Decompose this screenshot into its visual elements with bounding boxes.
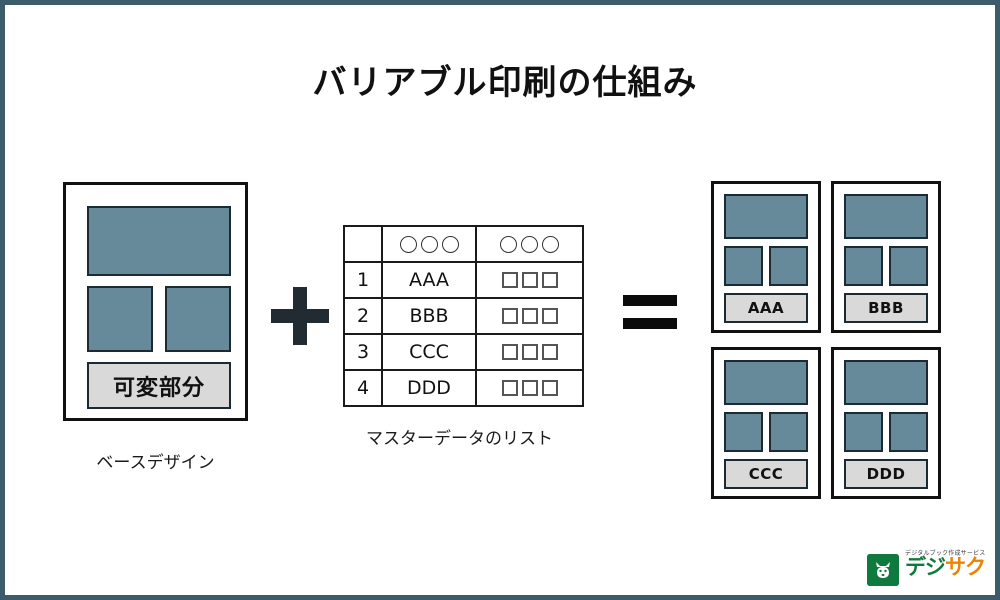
- card-label: DDD: [844, 459, 928, 489]
- square-group: [477, 299, 582, 333]
- square-icon: [501, 380, 518, 396]
- row-images: [475, 369, 584, 407]
- header-circles-image: [477, 227, 582, 261]
- table-header-row: [343, 225, 584, 263]
- logo-word-orange: サク: [945, 555, 986, 579]
- row-index: 1: [343, 261, 383, 299]
- card-block-bottom-left: [724, 412, 763, 452]
- table-row: 4 DDD: [343, 369, 584, 407]
- variable-area-label: 可変部分: [87, 362, 231, 409]
- circle-icon: [542, 235, 559, 253]
- circle-icon: [399, 235, 417, 253]
- square-icon: [541, 308, 558, 324]
- square-icon: [501, 308, 518, 324]
- base-design-caption: ベースデザイン: [96, 453, 215, 473]
- card-block-bottom-left: [844, 246, 883, 286]
- row-images: [475, 333, 584, 371]
- plus-operator-icon: [271, 287, 329, 345]
- card-block-top: [724, 194, 808, 239]
- circle-icon: [500, 235, 517, 253]
- header-cell-index: [343, 225, 383, 263]
- square-group: [477, 263, 582, 297]
- row-name: CCC: [381, 333, 477, 371]
- circle-icon: [521, 235, 538, 253]
- brand-logo: デジタルブック作成サービス デジサク: [867, 548, 987, 590]
- output-card: BBB: [831, 181, 941, 333]
- square-group: [477, 335, 582, 369]
- card-block-bottom-left: [724, 246, 763, 286]
- card-label: BBB: [844, 293, 928, 323]
- master-data-table-wrap: 1 AAA 2 BBB: [343, 225, 584, 407]
- row-index: 2: [343, 297, 383, 335]
- output-cards-group: AAA BBB CCC DDD: [711, 181, 941, 499]
- card-block-bottom-right: [889, 412, 928, 452]
- row-name: DDD: [381, 369, 477, 407]
- header-circles-name: [383, 227, 475, 261]
- table-row: 2 BBB: [343, 297, 584, 335]
- equals-operator-icon: [623, 295, 677, 335]
- header-cell-name: [381, 225, 477, 263]
- row-name: AAA: [381, 261, 477, 299]
- card-label: AAA: [724, 293, 808, 323]
- logo-wordmark: デジサク: [905, 555, 986, 579]
- row-index: 4: [343, 369, 383, 407]
- square-icon: [521, 380, 538, 396]
- square-icon: [521, 308, 538, 324]
- row-images: [475, 261, 584, 299]
- square-icon: [521, 344, 538, 360]
- output-card: DDD: [831, 347, 941, 499]
- square-icon: [501, 344, 518, 360]
- master-data-table: 1 AAA 2 BBB: [343, 225, 584, 407]
- master-data-caption: マスターデータのリスト: [366, 429, 553, 449]
- card-block-top: [844, 194, 928, 239]
- row-name: BBB: [381, 297, 477, 335]
- header-cell-image: [475, 225, 584, 263]
- output-card: CCC: [711, 347, 821, 499]
- square-icon: [541, 272, 558, 288]
- card-block-bottom-right: [889, 246, 928, 286]
- card-block-bottom-right: [769, 412, 808, 452]
- table-row: 1 AAA: [343, 261, 584, 299]
- mascot-icon: [867, 554, 899, 586]
- card-block-bottom-right: [769, 246, 808, 286]
- equals-bar-bottom: [623, 318, 677, 329]
- card-block-top: [844, 360, 928, 405]
- base-design-panel: 可変部分: [63, 182, 248, 421]
- logo-word-green: デジ: [905, 555, 946, 579]
- square-icon: [541, 344, 558, 360]
- row-images: [475, 297, 584, 335]
- circle-icon: [420, 235, 438, 253]
- square-group: [477, 371, 582, 405]
- base-block-bottom-right: [165, 286, 231, 352]
- equals-bar-top: [623, 295, 677, 306]
- square-icon: [541, 380, 558, 396]
- circle-icon: [441, 235, 459, 253]
- card-block-bottom-left: [844, 412, 883, 452]
- logo-tagline: デジタルブック作成サービス: [905, 550, 986, 557]
- base-block-top: [87, 206, 231, 276]
- output-card: AAA: [711, 181, 821, 333]
- row-index: 3: [343, 333, 383, 371]
- base-block-bottom-left: [87, 286, 153, 352]
- table-row: 3 CCC: [343, 333, 584, 371]
- card-label: CCC: [724, 459, 808, 489]
- card-block-top: [724, 360, 808, 405]
- square-icon: [521, 272, 538, 288]
- page-title: バリアブル印刷の仕組み: [312, 63, 698, 103]
- square-icon: [501, 272, 518, 288]
